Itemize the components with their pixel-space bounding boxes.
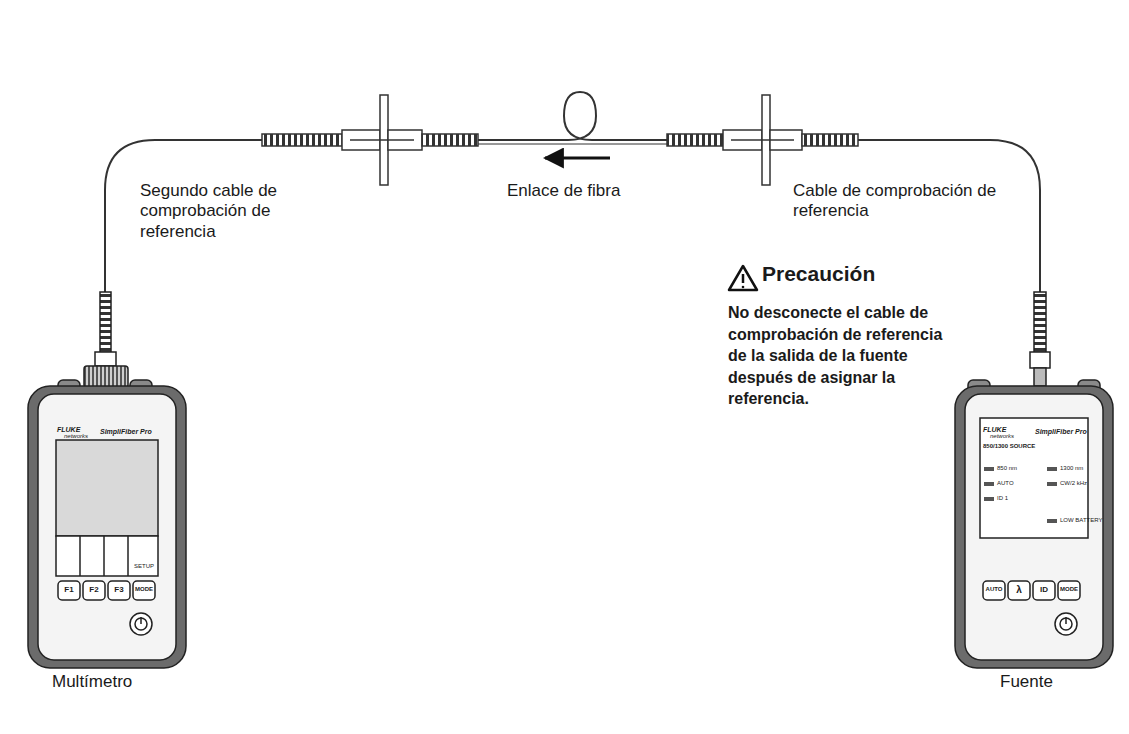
button-label: AUTO [983,586,1005,593]
led-label: AUTO [997,480,1043,487]
button-label: F1 [58,585,80,595]
led-label: 850 nm [997,465,1043,472]
caution-heading: Precaución [762,261,922,286]
caution-note: No desconecte el cable de comprobación d… [728,302,964,410]
device-caption: Fuente [1000,672,1110,692]
callout-label: Cable de comprobación de referencia [793,181,1023,222]
led-label: 1300 nm [1060,465,1106,472]
button-label: λ [1008,584,1030,596]
light-source [955,292,1113,668]
fiber-cable [105,92,1040,292]
callout-label: Segundo cable de comprobación de referen… [140,181,315,242]
button-label: ID [1033,585,1055,595]
callout-label: Enlace de fibra [507,181,667,201]
direction-arrow [545,157,610,160]
bulkhead-adapter [262,95,478,185]
brand-logo: networks [64,433,104,440]
button-label: F2 [83,585,105,595]
led-label: CW/2 kHz [1060,480,1106,487]
softkey-label: SETUP [130,563,158,570]
warning-icon [729,266,757,290]
model-name: SimpliFiber Pro [100,428,170,436]
button-label: MODE [1058,586,1080,593]
button-label: MODE [133,586,155,593]
brand-logo: networks [990,433,1030,440]
bulkhead-adapter [667,95,858,185]
power-meter [28,292,186,668]
led-label: ID 1 [997,495,1043,502]
model-name: SimpliFiber Pro [1035,428,1105,436]
button-label: F3 [108,585,130,595]
model-type: 850/1300 SOURCE [983,443,1073,450]
led-label: LOW BATTERY [1060,517,1106,524]
device-caption: Multímetro [52,672,172,692]
